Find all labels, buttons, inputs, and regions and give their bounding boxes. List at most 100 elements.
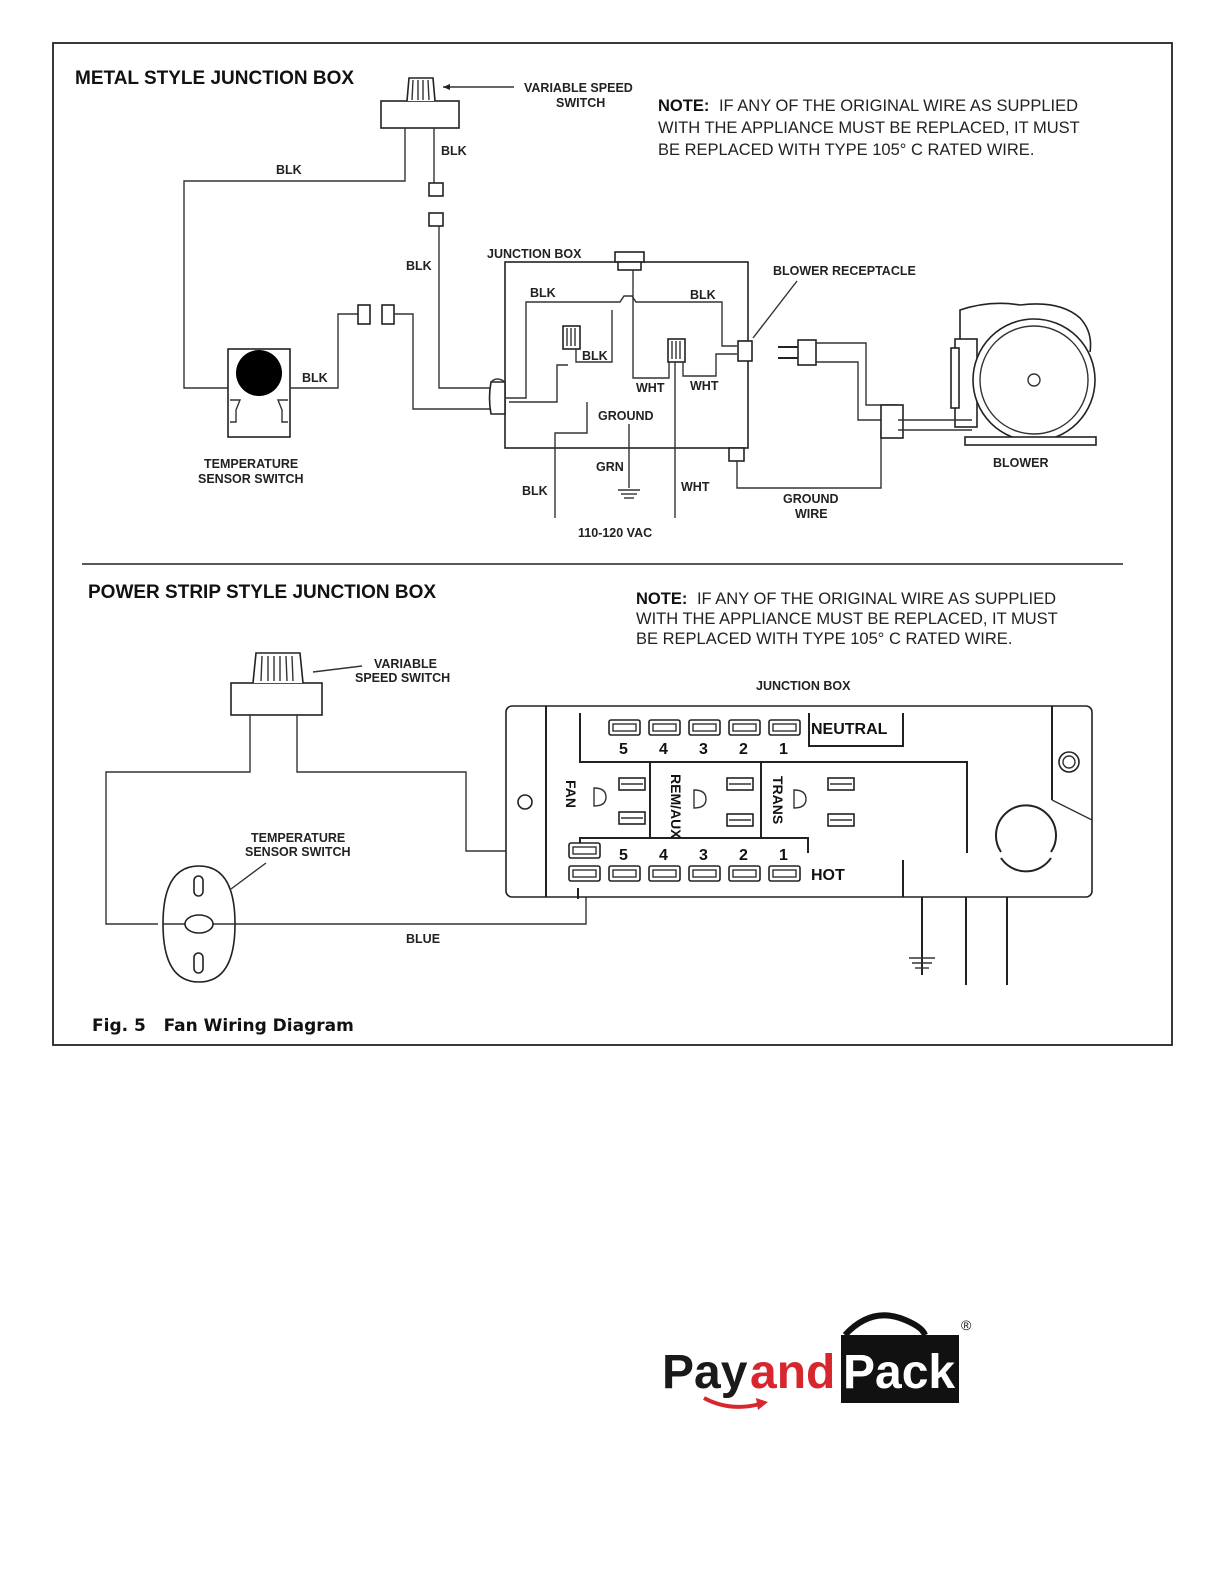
bottom-note: NOTE: IF ANY OF THE ORIGINAL WIRE AS SUP…: [636, 590, 1056, 608]
wire-connector-2: [428, 212, 444, 227]
label-neutral: NEUTRAL: [811, 721, 888, 738]
wire-connector-to-box: [394, 313, 490, 410]
label-blk-3: BLK: [406, 259, 432, 273]
label-wht-1: WHT: [636, 381, 665, 395]
wire-supply-blk: [554, 402, 588, 518]
hot-num-2: 2: [739, 847, 748, 864]
junction-box-entry: [488, 381, 506, 415]
bottom-note-bold: NOTE:: [636, 590, 687, 608]
label-ground-wire-1: GROUND: [783, 492, 839, 506]
label-blower: BLOWER: [993, 456, 1049, 470]
label-fan: FAN: [563, 780, 579, 808]
hot-num-4: 4: [659, 847, 668, 864]
neutral-num-1: 1: [779, 741, 788, 758]
label-blk-5: BLK: [530, 286, 556, 300]
label-blk-6: BLK: [690, 288, 716, 302]
neutral-terminals: [608, 719, 801, 736]
top-variable-speed-label-2: SWITCH: [556, 96, 605, 110]
bottom-sensor-leader: [230, 862, 267, 890]
wire-connector-3: [357, 304, 371, 325]
outlet-fan: [593, 777, 646, 825]
hot-num-1: 1: [779, 847, 788, 864]
label-ground-wire-2: WIRE: [795, 507, 828, 521]
blower-receptacle-leader: [752, 280, 798, 339]
label-hot: HOT: [811, 867, 845, 884]
neutral-num-2: 2: [739, 741, 748, 758]
top-note-bold: NOTE:: [658, 97, 709, 115]
bottom-note-line2: WITH THE APPLIANCE MUST BE REPLACED, IT …: [636, 610, 1058, 628]
blower-plug: [778, 339, 898, 421]
wire-sensor-right: [290, 313, 358, 389]
wire-connector-1: [428, 182, 444, 197]
label-blue: BLUE: [406, 932, 440, 946]
wire-wht-left: [632, 270, 670, 379]
top-note-line1: IF ANY OF THE ORIGINAL WIRE AS SUPPLIED: [719, 97, 1078, 115]
top-section-title: METAL STYLE JUNCTION BOX: [75, 68, 354, 89]
ground-lug: [728, 447, 745, 462]
neutral-num-3: 3: [699, 741, 708, 758]
diagram-frame: [52, 42, 1173, 1046]
label-voltage: 110-120 VAC: [578, 526, 652, 540]
label-blk-7: BLK: [582, 349, 608, 363]
bottom-variable-label-2: SPEED SWITCH: [355, 671, 450, 685]
junction-box-bracket: [617, 261, 642, 271]
label-rem-aux: REM/AUX: [668, 774, 684, 839]
label-grn: GRN: [596, 460, 624, 474]
top-temperature-sensor-switch: [227, 348, 291, 438]
top-variable-speed-label-1: VARIABLE SPEED: [524, 81, 633, 95]
logo-registered: ®: [961, 1317, 972, 1333]
blower-receptacle: [737, 340, 753, 362]
wire-ground-to-blower: [736, 429, 898, 489]
wire-wht-right: [682, 353, 737, 377]
bottom-note-line3: BE REPLACED WITH TYPE 105° C RATED WIRE.: [636, 630, 1012, 648]
bottom-section-title: POWER STRIP STYLE JUNCTION BOX: [88, 582, 436, 603]
top-temp-sensor-label-1: TEMPERATURE: [204, 457, 298, 471]
hot-num-3: 3: [699, 847, 708, 864]
wire-blk-internal: [505, 295, 737, 399]
payandpack-logo: Pay and Pack ®: [662, 1312, 972, 1410]
label-wht-3: WHT: [681, 480, 710, 494]
top-temp-sensor-label-2: SENSOR SWITCH: [198, 472, 304, 486]
bottom-switch-leader: [312, 665, 363, 673]
wire-bottom-to-fan: [296, 715, 570, 852]
hot-terminals: [568, 842, 801, 882]
outlet-trans: [793, 777, 855, 827]
hot-num-5: 5: [619, 847, 628, 864]
figure-caption: Fig. 5 Fan Wiring Diagram: [92, 1016, 354, 1036]
label-blower-receptacle: BLOWER RECEPTACLE: [773, 264, 916, 278]
wire-bottom-left: [105, 715, 251, 925]
label-blk-2: BLK: [441, 144, 467, 158]
wire-switch-left: [183, 128, 406, 389]
label-trans: TRANS: [770, 776, 786, 824]
bottom-junction-box-label: JUNCTION BOX: [756, 679, 851, 693]
neutral-num-5: 5: [619, 741, 628, 758]
bottom-temp-sensor-label-1: TEMPERATURE: [251, 831, 345, 845]
top-note-line3: BE REPLACED WITH TYPE 105° C RATED WIRE.: [658, 141, 1034, 159]
power-strip: [505, 705, 1093, 899]
top-variable-speed-switch: [380, 77, 460, 129]
logo-and: and: [750, 1346, 835, 1399]
junction-box-tab: [614, 251, 645, 263]
blower-icon: [880, 302, 1097, 446]
top-junction-box-label: JUNCTION BOX: [487, 247, 582, 261]
label-ground: GROUND: [598, 409, 654, 423]
top-note: NOTE: IF ANY OF THE ORIGINAL WIRE AS SUP…: [658, 97, 1078, 115]
label-blk-4: BLK: [302, 371, 328, 385]
bottom-variable-label-1: VARIABLE: [374, 657, 437, 671]
logo-pack: Pack: [843, 1346, 955, 1399]
wire-connector-4: [381, 304, 395, 325]
neutral-num-4: 4: [659, 741, 668, 758]
bottom-temp-sensor-label-2: SENSOR SWITCH: [245, 845, 351, 859]
bottom-temperature-sensor-switch: [162, 865, 236, 983]
label-wht-2: WHT: [690, 379, 719, 393]
top-note-line2: WITH THE APPLIANCE MUST BE REPLACED, IT …: [658, 119, 1080, 137]
wire-to-wirenut-1: [509, 364, 568, 403]
label-blk-8: BLK: [522, 484, 548, 498]
logo-pay: Pay: [662, 1346, 748, 1399]
bottom-note-line1: IF ANY OF THE ORIGINAL WIRE AS SUPPLIED: [697, 590, 1056, 608]
wire-blk-to-box: [438, 226, 491, 389]
bottom-variable-speed-switch: [230, 652, 323, 716]
outlet-rem-aux: [693, 777, 754, 827]
label-blk-1: BLK: [276, 163, 302, 177]
